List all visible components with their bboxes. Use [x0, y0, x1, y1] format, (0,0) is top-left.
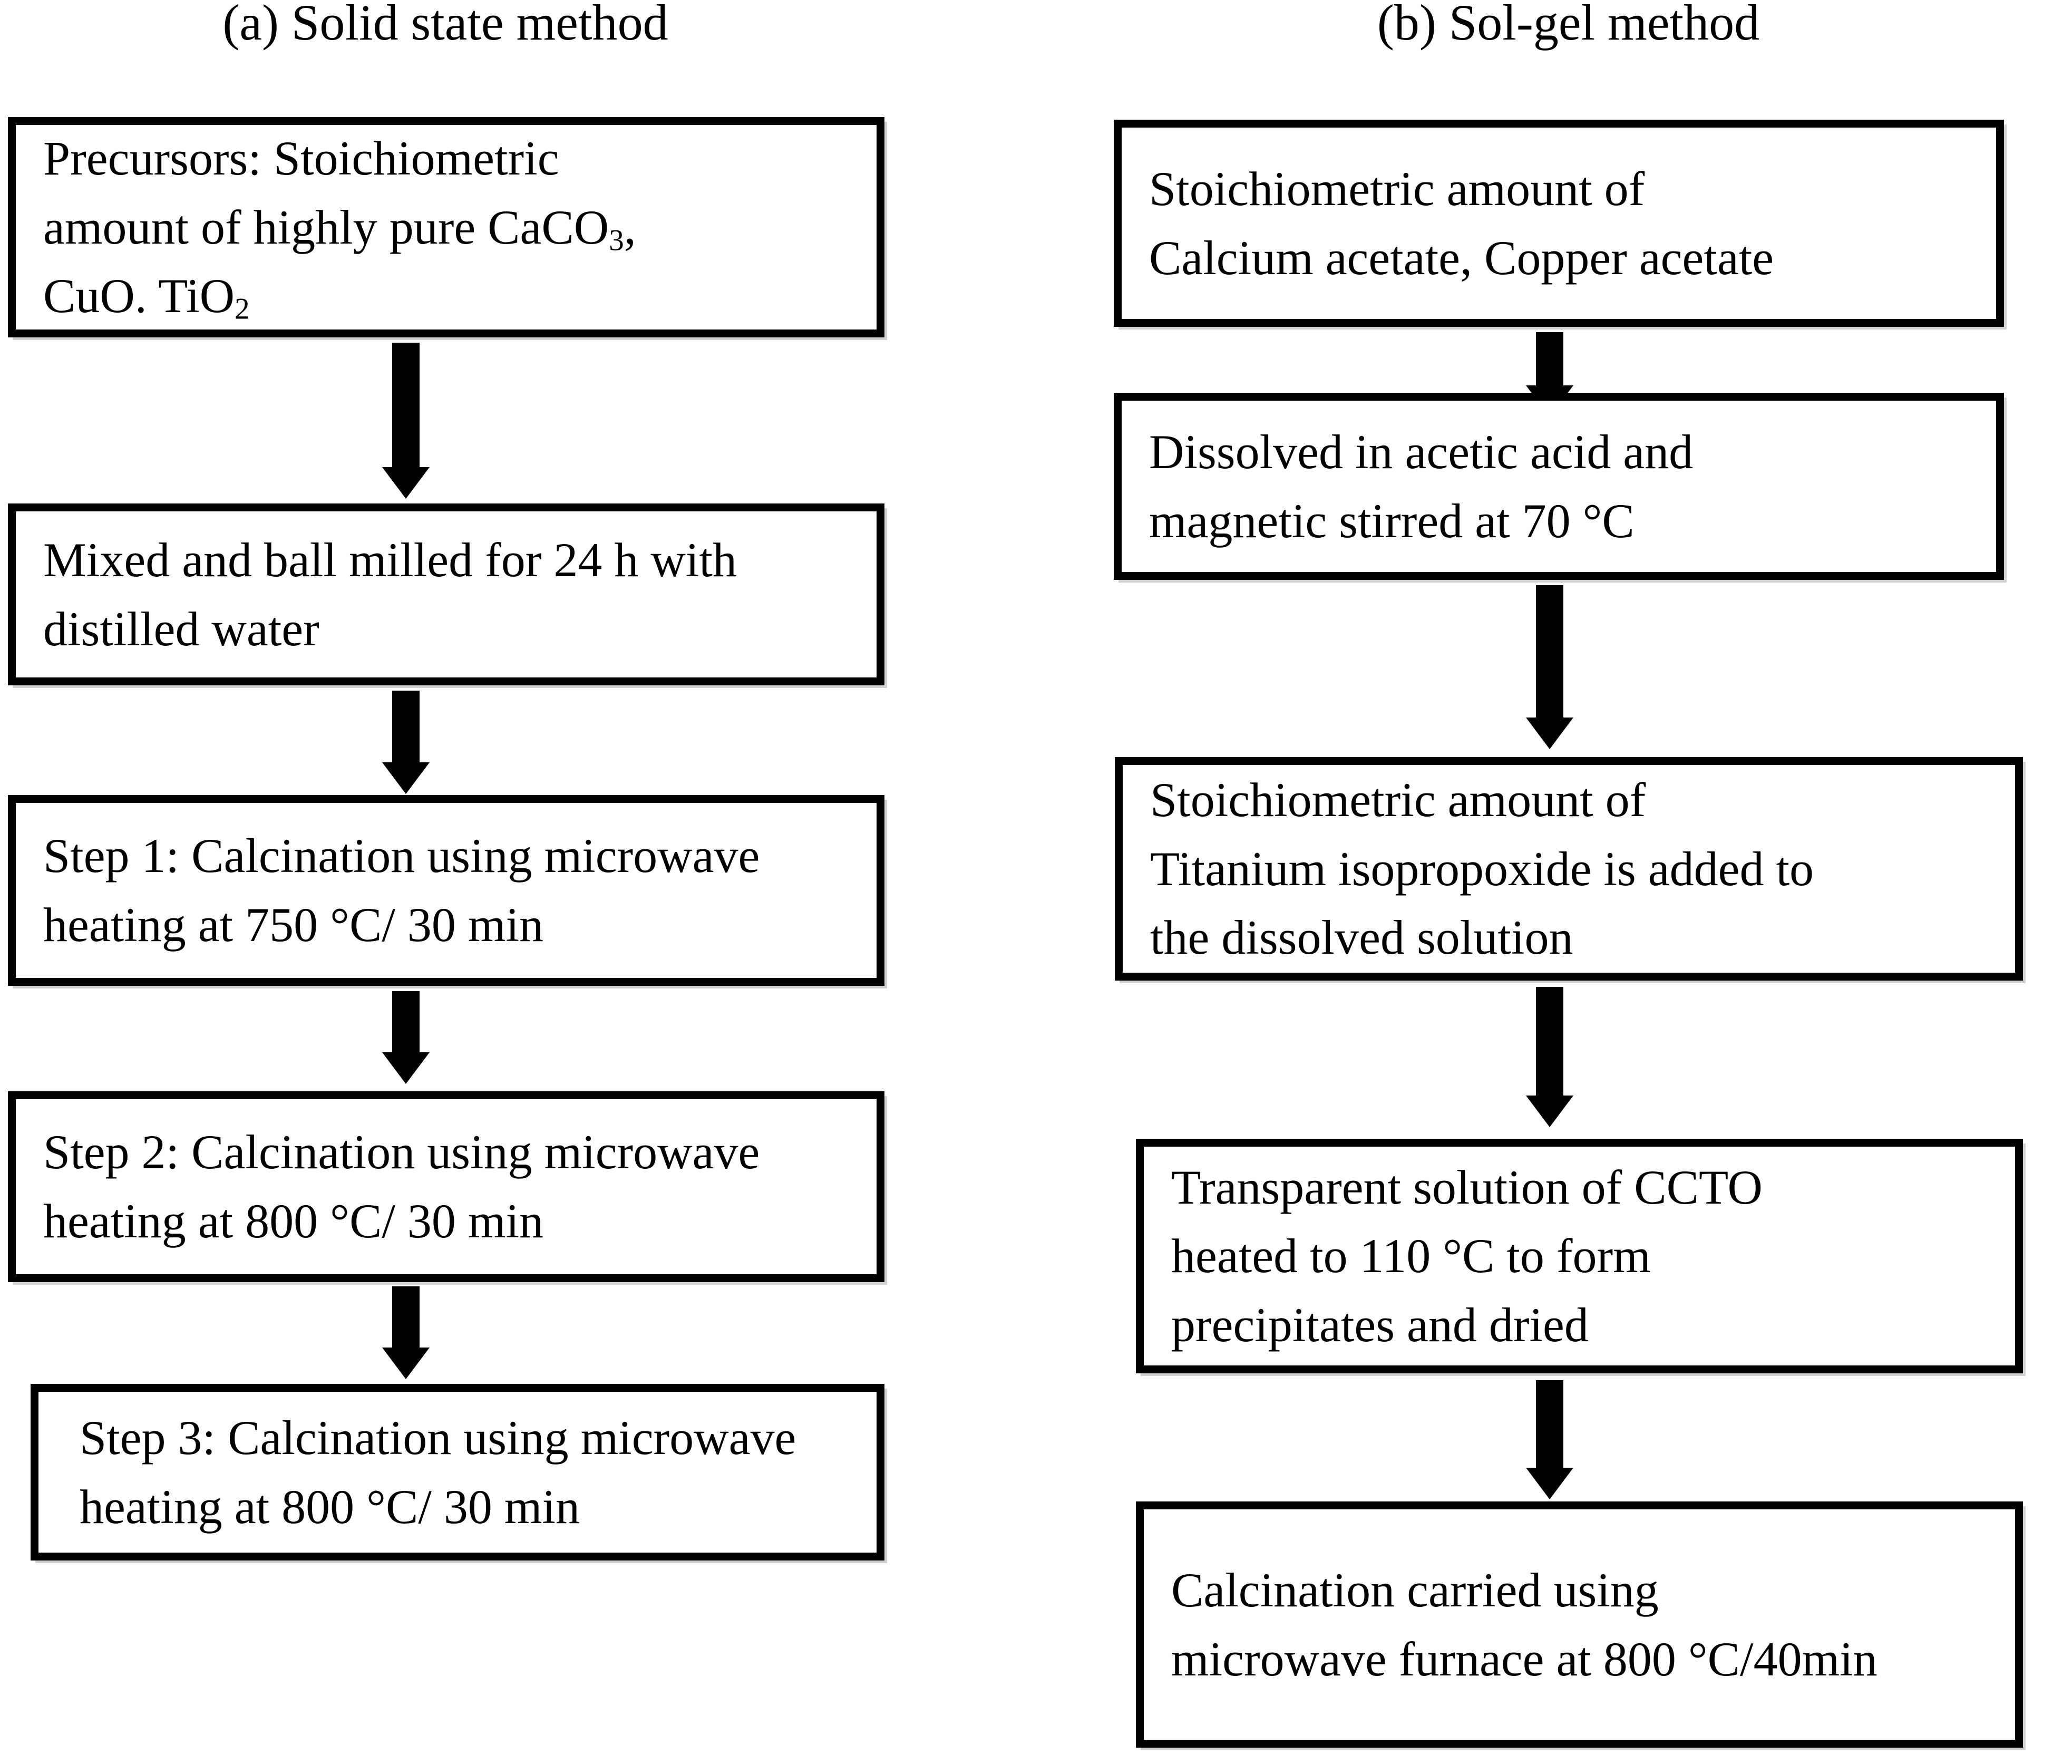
step-box-a1: Precursors: Stoichiometric amount of hig…: [8, 117, 884, 337]
column-b-title: (b) Sol-gel method: [1377, 0, 1760, 51]
step-a4-line-1: Step 2: Calcination using microwave: [43, 1125, 760, 1179]
step-b4-line-1: Transparent solution of CCTO: [1171, 1160, 1763, 1214]
arrow-head-down-icon: [382, 762, 430, 794]
arrow-shaft: [1536, 585, 1563, 720]
step-a2-line-2: distilled water: [43, 602, 319, 656]
step-a1-line-3-subscript: 2: [235, 292, 250, 326]
step-a1-line-1: Precursors: Stoichiometric: [43, 131, 559, 186]
step-a1-line-3: CuO. TiO2: [16, 261, 877, 331]
step-box-a3: Step 1: Calcination using microwave heat…: [8, 795, 884, 986]
step-b4-line-2: heated to 110 °C to form: [1171, 1229, 1651, 1283]
step-b2-line-2: magnetic stirred at 70 °C: [1149, 493, 1635, 548]
arrow-shaft: [1536, 1380, 1563, 1470]
step-b5-line-1: Calcination carried using: [1171, 1563, 1659, 1617]
column-a-title: (a) Solid state method: [222, 0, 668, 51]
step-box-b5: Calcination carried using microwave furn…: [1136, 1501, 2023, 1748]
arrow-head-down-icon: [1526, 718, 1573, 749]
arrow-head-down-icon: [1526, 1468, 1573, 1499]
step-a3-line-2: heating at 750 °C/ 30 min: [43, 898, 544, 952]
arrow-shaft: [392, 691, 420, 764]
step-a1-line-2-subscript: 3: [609, 224, 624, 257]
step-a4-line-2: heating at 800 °C/ 30 min: [43, 1194, 544, 1248]
arrow-shaft: [1536, 987, 1563, 1098]
arrow-shaft: [392, 991, 420, 1054]
step-box-b1: Stoichiometric amount of Calcium acetate…: [1114, 120, 2004, 327]
arrow-head-down-icon: [1526, 1096, 1573, 1127]
step-b3-line-2: Titanium isopropoxide is added to: [1150, 841, 1814, 896]
step-b1-line-1: Stoichiometric amount of: [1149, 161, 1645, 216]
arrow-head-down-icon: [382, 1348, 430, 1379]
arrow-head-down-icon: [382, 467, 430, 499]
step-a5-line-2: heating at 800 °C/ 30 min: [80, 1479, 580, 1534]
step-b2-line-1: Dissolved in acetic acid and: [1149, 424, 1694, 479]
arrow-shaft: [1536, 332, 1563, 387]
step-box-a5: Step 3: Calcination using microwave heat…: [31, 1384, 884, 1561]
step-box-b2: Dissolved in acetic acid and magnetic st…: [1114, 393, 2004, 580]
step-box-b4: Transparent solution of CCTO heated to 1…: [1136, 1139, 2023, 1373]
step-box-a2: Mixed and ball milled for 24 h with dist…: [8, 503, 884, 685]
step-a1-line-2-tail: ,: [624, 200, 636, 254]
step-a5-line-1: Step 3: Calcination using microwave: [80, 1410, 796, 1465]
step-a1-line-2-text: amount of highly pure CaCO: [43, 200, 609, 254]
step-box-b3: Stoichiometric amount of Titanium isopro…: [1115, 757, 2023, 981]
step-b3-line-1: Stoichiometric amount of: [1150, 773, 1646, 827]
step-a1-line-3-text: CuO. TiO: [43, 269, 235, 323]
step-box-a4: Step 2: Calcination using microwave heat…: [8, 1091, 884, 1282]
arrow-shaft: [392, 343, 420, 469]
step-b1-line-2: Calcium acetate, Copper acetate: [1149, 230, 1774, 285]
step-b3-line-3: the dissolved solution: [1150, 910, 1573, 965]
step-b5-line-2: microwave furnace at 800 °C/40min: [1171, 1632, 1878, 1686]
step-a1-line-2: amount of highly pure CaCO3,: [16, 193, 877, 262]
step-b4-line-3: precipitates and dried: [1171, 1297, 1589, 1352]
step-a2-line-1: Mixed and ball milled for 24 h with: [43, 532, 737, 587]
step-a3-line-1: Step 1: Calcination using microwave: [43, 829, 760, 883]
arrow-head-down-icon: [382, 1052, 430, 1084]
arrow-shaft: [392, 1286, 420, 1350]
